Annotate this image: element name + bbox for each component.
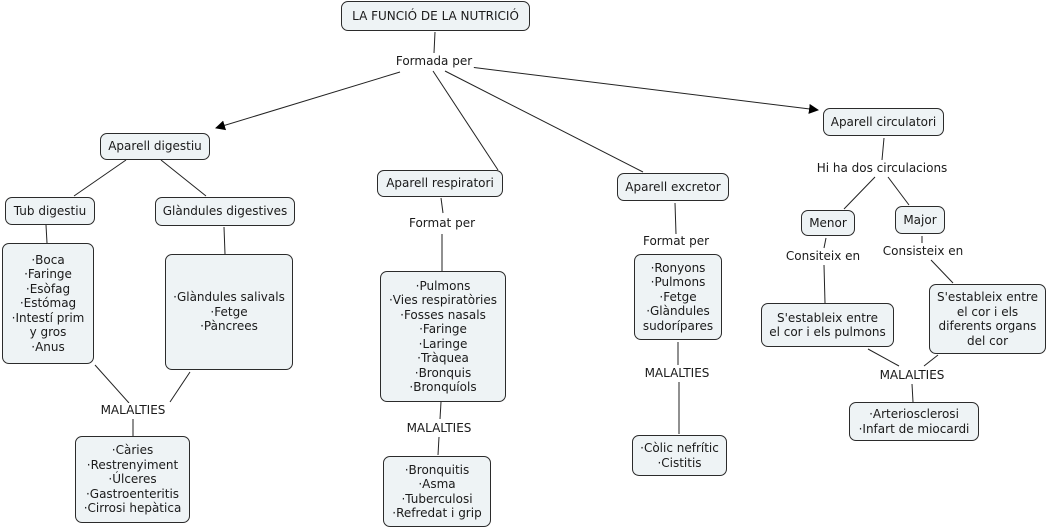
list-item: ·Fetge <box>659 289 697 304</box>
list-item: ·Estómag <box>19 296 77 311</box>
link-label-hi-ha-dos: Hi ha dos circulacions <box>814 161 950 175</box>
list-item: ·Pulmons <box>415 278 471 293</box>
link-label-consisteix-en: Consisteix en <box>880 244 966 258</box>
list-item: ·Asma <box>418 477 456 491</box>
node-aparell-digestiu[interactable]: Aparell digestiu <box>100 133 210 160</box>
list-item: ·Gastroenteritis <box>85 486 180 501</box>
link-hihadoss-menor <box>843 176 876 210</box>
node-aparell-respiratori[interactable]: Aparell respiratori <box>377 170 503 197</box>
list-item: ·Faringe <box>419 322 467 336</box>
node-glandules-digestives[interactable]: Glàndules digestives <box>155 197 295 226</box>
link-exc-format <box>674 202 677 235</box>
list-item: ·Refredat i grip <box>392 506 482 520</box>
node-menor[interactable]: Menor <box>801 210 855 236</box>
list-item: ·Intestí prim <box>11 310 85 325</box>
link-digestiu-tub <box>73 159 127 197</box>
list-item: ·Vies respiratòries <box>388 293 498 307</box>
title-node[interactable]: LA FUNCIÓ DE LA NUTRICIÓ <box>341 1 530 31</box>
link-circ-hihadoss <box>881 137 885 161</box>
list-item: ·Arteriosclerosi <box>869 407 959 421</box>
link-resp-items-malalties <box>439 401 442 420</box>
link-resp-malalties-box <box>437 436 440 456</box>
node-glandules-items[interactable]: ·Glàndules salivals ·Fetge ·Pàncrees <box>165 254 293 370</box>
list-item: ·Faringe <box>24 267 72 282</box>
list-item: ·Tuberculosi <box>401 491 473 506</box>
list-item: ·Pulmons <box>650 275 706 290</box>
link-label-malalties-digestiu: MALALTIES <box>98 403 168 417</box>
link-resp-format <box>440 197 444 214</box>
link-digestiu-glandules <box>160 159 207 197</box>
list-item: sudorípares <box>642 318 714 333</box>
link-formada-excretor <box>444 70 644 173</box>
node-excretor-items[interactable]: ·Ronyons ·Pulmons ·Fetge ·Glàndules sudo… <box>634 254 722 340</box>
title-text: LA FUNCIÓ DE LA NUTRICIÓ <box>352 8 519 23</box>
node-malalties-respiratori[interactable]: ·Bronquitis ·Asma ·Tuberculosi ·Refredat… <box>383 456 491 527</box>
link-major-desc-malalties <box>923 354 939 367</box>
link-menor-consiteix <box>823 237 827 249</box>
list-item: ·Glàndules salivals <box>173 290 285 305</box>
list-item: y gros <box>29 325 67 340</box>
list-item: ·Bronquis <box>414 365 472 380</box>
node-aparell-excretor[interactable]: Aparell excretor <box>617 173 729 201</box>
link-label-format-per-resp: Format per <box>406 216 478 230</box>
node-tub-items[interactable]: ·Boca ·Faringe ·Esòfag ·Estómag ·Intestí… <box>2 243 94 364</box>
node-tub-digestiu[interactable]: Tub digestiu <box>5 197 95 225</box>
link-title-formada <box>433 31 436 54</box>
list-item: ·Còlic nefrític <box>640 441 719 455</box>
link-circ-malalties-box <box>911 383 914 403</box>
link-hihadoss-major <box>887 176 910 206</box>
list-item: ·Glàndules <box>646 304 710 319</box>
link-label-consiteix-en: Consiteix en <box>783 249 863 263</box>
node-major-desc[interactable]: S'estableix entre el cor i els diferents… <box>929 284 1046 354</box>
node-aparell-circulatori[interactable]: Aparell circulatori <box>823 108 944 136</box>
list-item: ·Esòfag <box>25 281 71 296</box>
list-item: ·Fosses nasals <box>400 307 486 322</box>
link-label-malalties-exc: MALALTIES <box>642 366 712 380</box>
link-label-format-per-exc: Format per <box>640 234 712 248</box>
list-item: ·Anus <box>31 339 65 354</box>
list-item: ·Úlceres <box>108 472 157 487</box>
list-item: ·Cirrosi hepàtica <box>83 501 182 516</box>
link-formada-respiratori <box>432 70 499 171</box>
link-label-formada-per: Formada per <box>393 54 475 68</box>
list-item: ·Bronquíols <box>409 380 477 394</box>
link-formada-circulatori <box>469 66 819 114</box>
node-malalties-excretor[interactable]: ·Còlic nefrític ·Cistitis <box>632 435 727 476</box>
list-item: ·Bronquitis <box>404 462 470 477</box>
link-menor-desc-malalties <box>867 348 900 367</box>
link-tub-items <box>45 224 48 244</box>
link-glandules-items <box>223 226 226 255</box>
list-item: ·Infart de miocardi <box>858 421 970 436</box>
node-menor-desc[interactable]: S'estableix entre el cor i els pulmons <box>761 303 894 347</box>
link-consisteix-desc <box>930 259 954 284</box>
link-items-malalties-dig <box>94 364 130 404</box>
list-item: ·Restrenyiment <box>86 457 179 472</box>
node-major[interactable]: Major <box>895 206 945 234</box>
list-item: ·Càries <box>111 443 154 458</box>
list-item: ·Cistitis <box>657 455 702 470</box>
list-item: ·Fetge <box>210 304 248 319</box>
link-consiteix-desc <box>823 264 826 304</box>
node-malalties-circulatori[interactable]: ·Arteriosclerosi ·Infart de miocardi <box>849 402 979 441</box>
node-respiratori-items[interactable]: ·Pulmons ·Vies respiratòries ·Fosses nas… <box>380 271 506 402</box>
node-malalties-digestiu[interactable]: ·Càries ·Restrenyiment ·Úlceres ·Gastroe… <box>75 436 190 523</box>
list-item: ·Tràquea <box>417 351 469 365</box>
list-item: ·Laringe <box>418 336 468 351</box>
link-label-malalties-circ: MALALTIES <box>877 368 947 382</box>
link-glandules-malalties-dig <box>169 371 191 403</box>
list-item: ·Pàncrees <box>200 319 258 334</box>
link-formada-digestiu <box>215 71 401 131</box>
link-label-malalties-resp: MALALTIES <box>404 421 474 435</box>
list-item: ·Ronyons <box>650 260 706 275</box>
list-item: ·Boca <box>31 252 65 267</box>
